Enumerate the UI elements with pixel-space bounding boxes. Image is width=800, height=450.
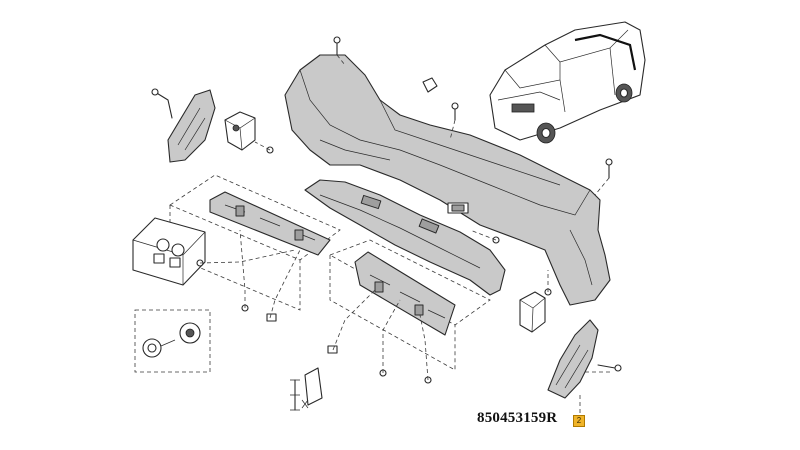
vehicle-thumbnail <box>489 21 646 144</box>
bumper-reinforcement <box>304 179 506 296</box>
left-side-bracket <box>151 88 216 163</box>
leader-lines <box>199 54 610 420</box>
right-energy-absorber <box>329 239 491 371</box>
sensor-detail-box <box>134 309 211 373</box>
rear-bumper-cover <box>284 54 611 306</box>
right-bumper-clip <box>519 291 546 333</box>
part-number-label: 850453159R <box>477 410 558 426</box>
dimension-detail <box>290 367 323 411</box>
clip-module <box>224 111 256 151</box>
callout-marker[interactable]: 2 <box>573 415 585 427</box>
parking-sensor-kit <box>132 217 206 286</box>
right-side-bracket <box>547 319 622 399</box>
